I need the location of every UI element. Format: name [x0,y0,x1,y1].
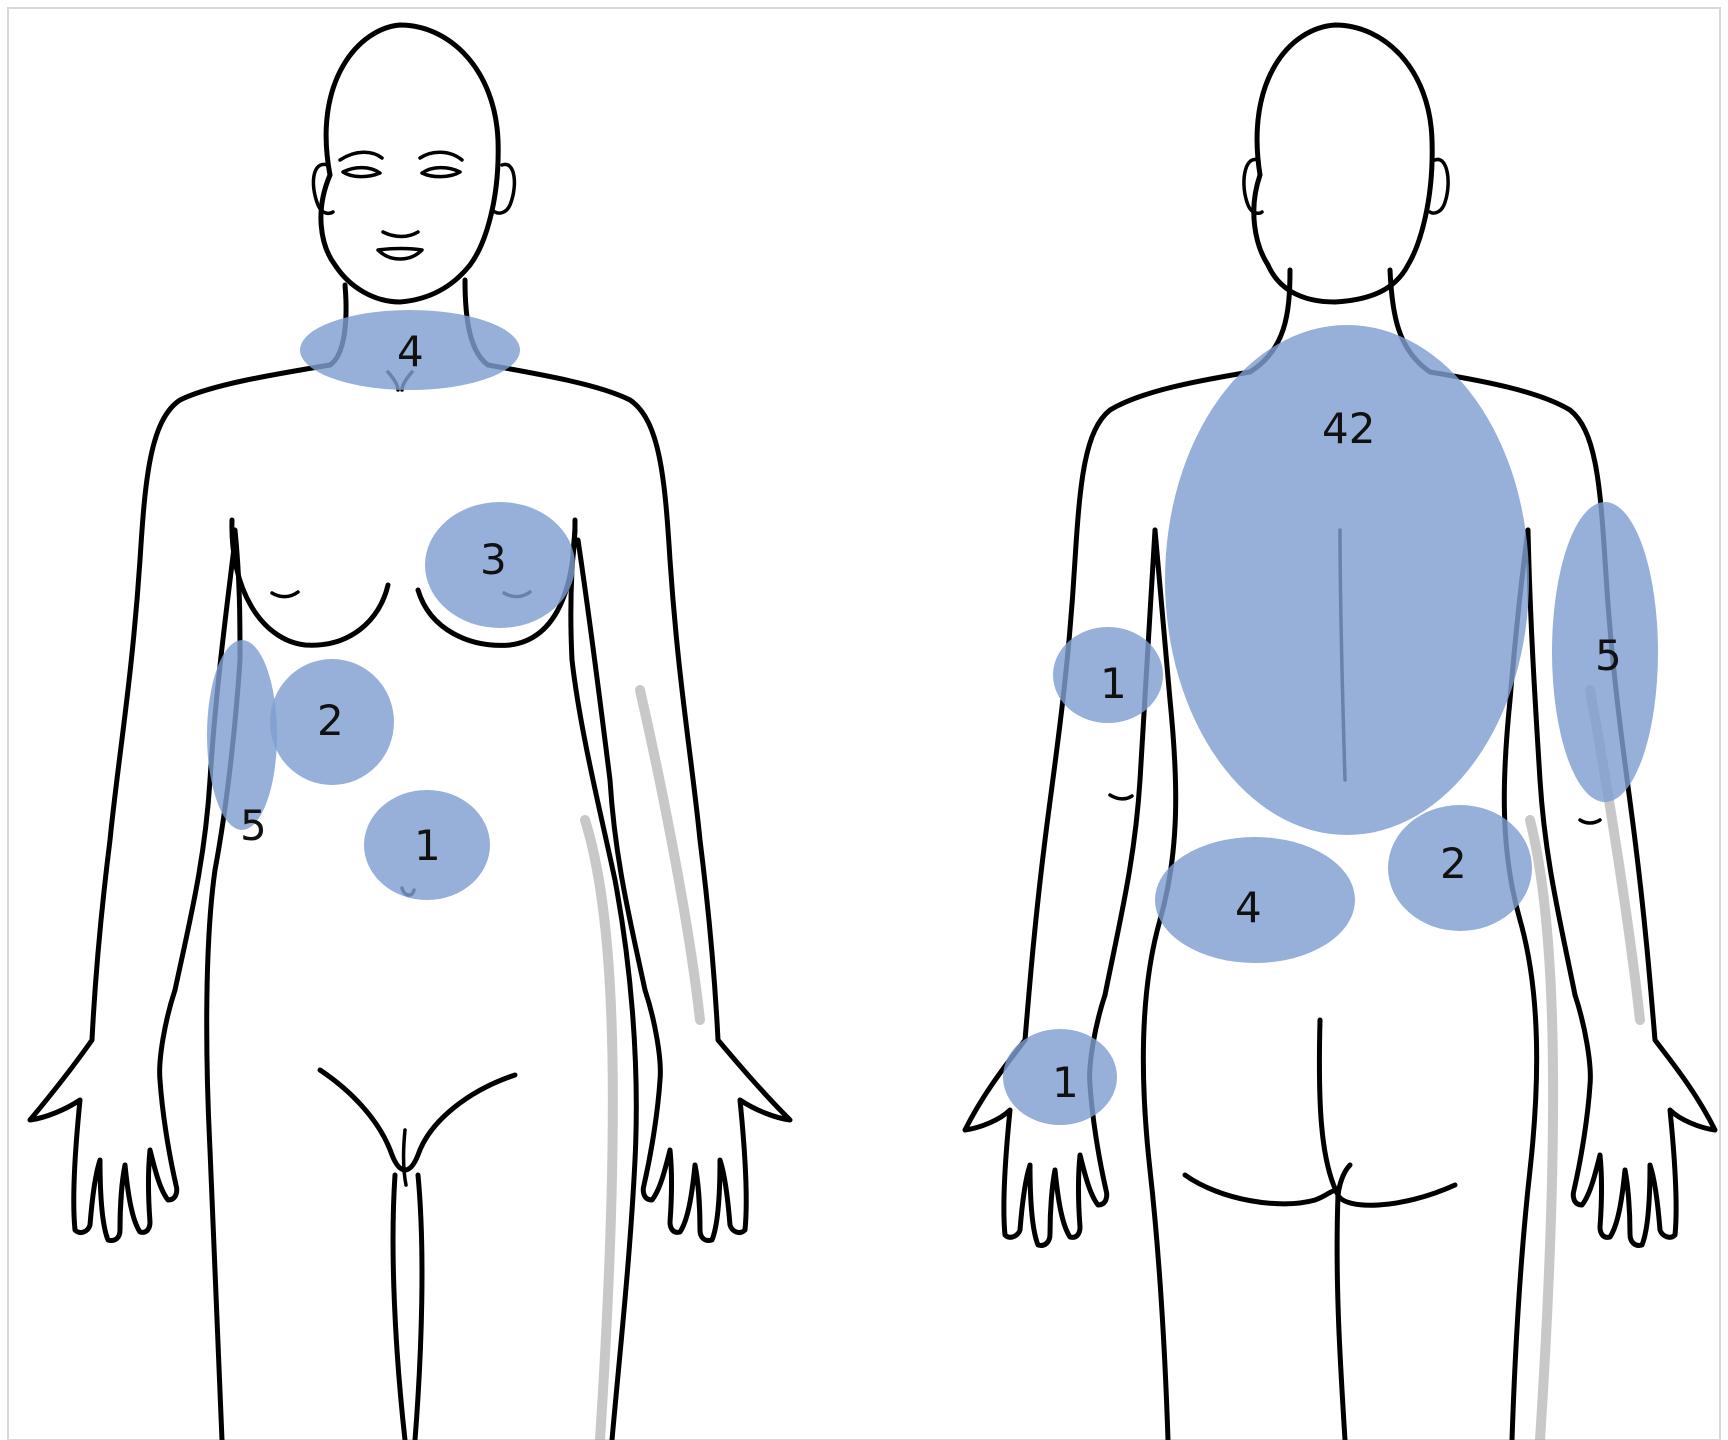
label-lower-abdomen: 1 [414,821,441,870]
label-right-upper-abdomen: 2 [317,696,344,745]
label-right-flank: 5 [240,801,267,850]
label-upper-back: 42 [1322,404,1375,453]
label-neck: 4 [397,327,424,376]
label-lower-back-left: 4 [1235,883,1262,932]
label-left-upper-arm: 1 [1100,659,1127,708]
label-left-breast: 3 [480,535,507,584]
label-lower-back-right: 2 [1440,839,1467,888]
label-right-upper-arm: 5 [1595,631,1622,680]
label-left-wrist: 1 [1052,1058,1079,1107]
region-upper-back [1165,325,1529,835]
